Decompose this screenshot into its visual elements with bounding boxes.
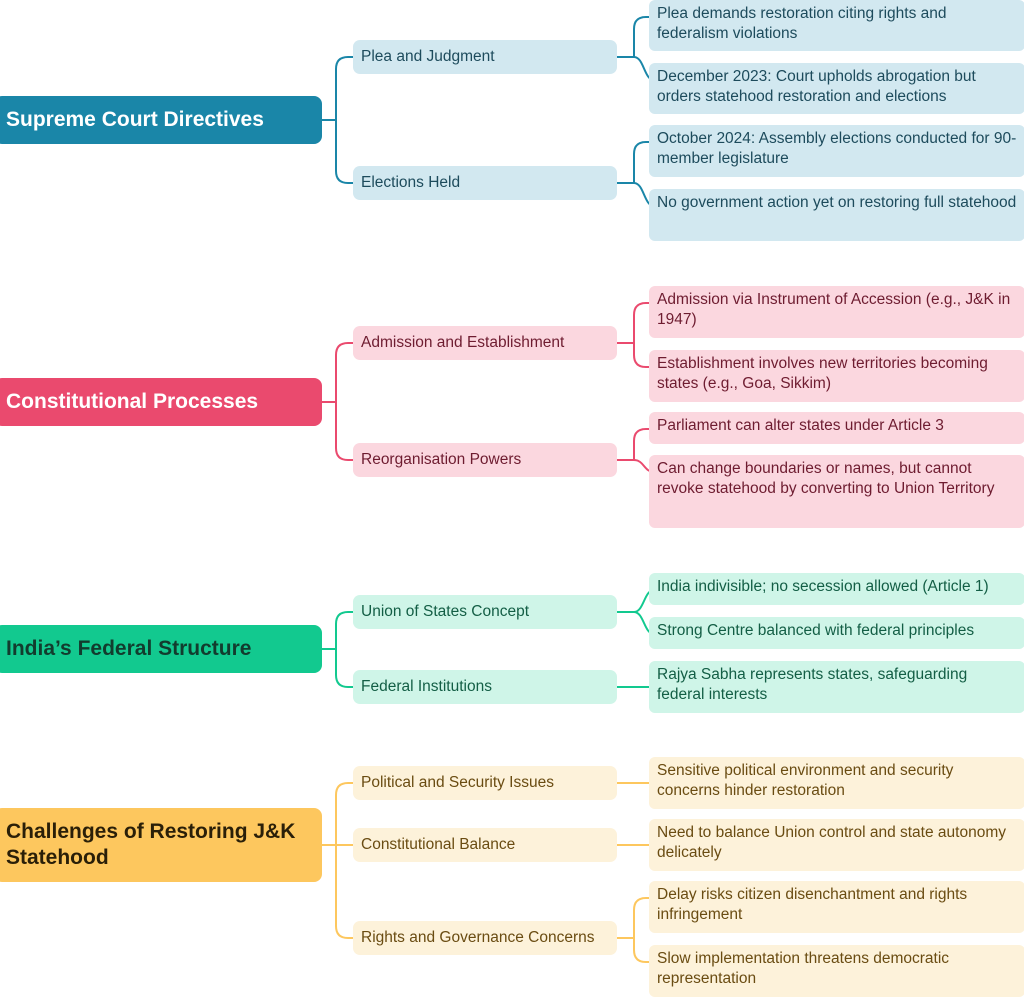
leaf-text: Slow implementation threatens democratic… <box>657 950 950 987</box>
root-connector-branch <box>335 845 353 939</box>
sub-union-of-states-concept[interactable]: Union of States Concept <box>353 595 617 629</box>
sub-connector-branch <box>633 938 649 963</box>
leaf-slow-implementation: Slow implementation threatens democratic… <box>649 945 1024 997</box>
leaf-text: Establishment involves new territories b… <box>657 355 988 392</box>
leaf-text: India indivisible; no secession allowed … <box>657 578 989 595</box>
sub-label: Constitutional Balance <box>361 836 516 853</box>
leaf-december-2023: December 2023: Court upholds abrogation … <box>649 63 1024 114</box>
sub-connector-branch <box>633 141 649 183</box>
sub-connector-branch <box>633 897 649 938</box>
leaf-text: Sensitive political environment and secu… <box>657 762 954 799</box>
leaf-india-indivisible: India indivisible; no secession allowed … <box>649 573 1024 605</box>
leaf-text: Need to balance Union control and state … <box>657 824 1006 861</box>
leaf-text: Strong Centre balanced with federal prin… <box>657 622 975 639</box>
root-label: Constitutional Processes <box>6 390 259 413</box>
sub-label: Political and Security Issues <box>361 774 554 791</box>
root-connector-branch <box>335 402 353 461</box>
root-indias-federal-structure[interactable]: India’s Federal Structure <box>0 625 322 673</box>
sub-label: Reorganisation Powers <box>361 451 522 468</box>
leaf-text: Can change boundaries or names, but cann… <box>657 460 995 497</box>
leaf-text: October 2024: Assembly elections conduct… <box>657 130 1017 167</box>
root-connector-branch <box>335 120 353 184</box>
leaf-october-2024: October 2024: Assembly elections conduct… <box>649 125 1024 177</box>
sub-connector-branch <box>633 428 649 460</box>
leaf-strong-centre: Strong Centre balanced with federal prin… <box>649 617 1024 649</box>
leaf-plea-demands: Plea demands restoration citing rights a… <box>649 0 1024 51</box>
root-connector-branch <box>335 342 353 402</box>
sub-rights-and-governance-concerns[interactable]: Rights and Governance Concerns <box>353 921 617 955</box>
sub-connector-branch <box>633 302 649 343</box>
leaf-parliament-article-3: Parliament can alter states under Articl… <box>649 412 1024 444</box>
sub-label: Admission and Establishment <box>361 334 565 351</box>
leaf-delay-risks: Delay risks citizen disenchantment and r… <box>649 881 1024 933</box>
sub-federal-institutions[interactable]: Federal Institutions <box>353 670 617 704</box>
leaf-text: Plea demands restoration citing rights a… <box>657 5 947 42</box>
sub-label: Elections Held <box>361 174 461 191</box>
root-connector-branch <box>335 649 353 688</box>
leaf-text: Admission via Instrument of Accession (e… <box>657 291 1011 328</box>
root-connector-branch <box>335 611 353 649</box>
leaf-text: Delay risks citizen disenchantment and r… <box>657 886 968 923</box>
sub-constitutional-balance[interactable]: Constitutional Balance <box>353 828 617 862</box>
sub-reorganisation-powers[interactable]: Reorganisation Powers <box>353 443 617 477</box>
leaf-admission-accession: Admission via Instrument of Accession (e… <box>649 286 1024 338</box>
sub-political-and-security-issues[interactable]: Political and Security Issues <box>353 766 617 800</box>
leaf-rajya-sabha: Rajya Sabha represents states, safeguard… <box>649 661 1024 713</box>
root-label: India’s Federal Structure <box>6 637 252 660</box>
root-constitutional-processes[interactable]: Constitutional Processes <box>0 378 322 426</box>
sub-label: Union of States Concept <box>361 603 530 620</box>
sub-elections-held[interactable]: Elections Held <box>353 166 617 200</box>
sub-connector-branch <box>633 16 649 57</box>
sub-admission-and-establishment[interactable]: Admission and Establishment <box>353 326 617 360</box>
root-label: Challenges of Restoring J&K Statehood <box>6 820 296 869</box>
leaf-change-boundaries: Can change boundaries or names, but cann… <box>649 455 1024 528</box>
sub-label: Plea and Judgment <box>361 48 495 65</box>
leaf-text: December 2023: Court upholds abrogation … <box>657 68 976 105</box>
sub-plea-and-judgment[interactable]: Plea and Judgment <box>353 40 617 74</box>
sub-label: Federal Institutions <box>361 678 492 695</box>
root-challenges-jk-statehood[interactable]: Challenges of Restoring J&K Statehood <box>0 808 322 882</box>
root-label: Supreme Court Directives <box>6 108 264 131</box>
leaf-text: No government action yet on restoring fu… <box>657 194 1017 211</box>
sub-label: Rights and Governance Concerns <box>361 929 595 946</box>
leaf-text: Rajya Sabha represents states, safeguard… <box>657 666 968 703</box>
leaf-no-government-action: No government action yet on restoring fu… <box>649 189 1024 241</box>
root-connector-branch <box>335 56 353 120</box>
leaf-need-to-balance: Need to balance Union control and state … <box>649 819 1024 871</box>
sub-connector-branch <box>633 343 649 368</box>
leaf-sensitive-political: Sensitive political environment and secu… <box>649 757 1024 809</box>
leaf-establishment-territories: Establishment involves new territories b… <box>649 350 1024 402</box>
root-connector-branch <box>335 782 353 845</box>
root-supreme-court-directives[interactable]: Supreme Court Directives <box>0 96 322 144</box>
leaf-text: Parliament can alter states under Articl… <box>657 417 944 434</box>
